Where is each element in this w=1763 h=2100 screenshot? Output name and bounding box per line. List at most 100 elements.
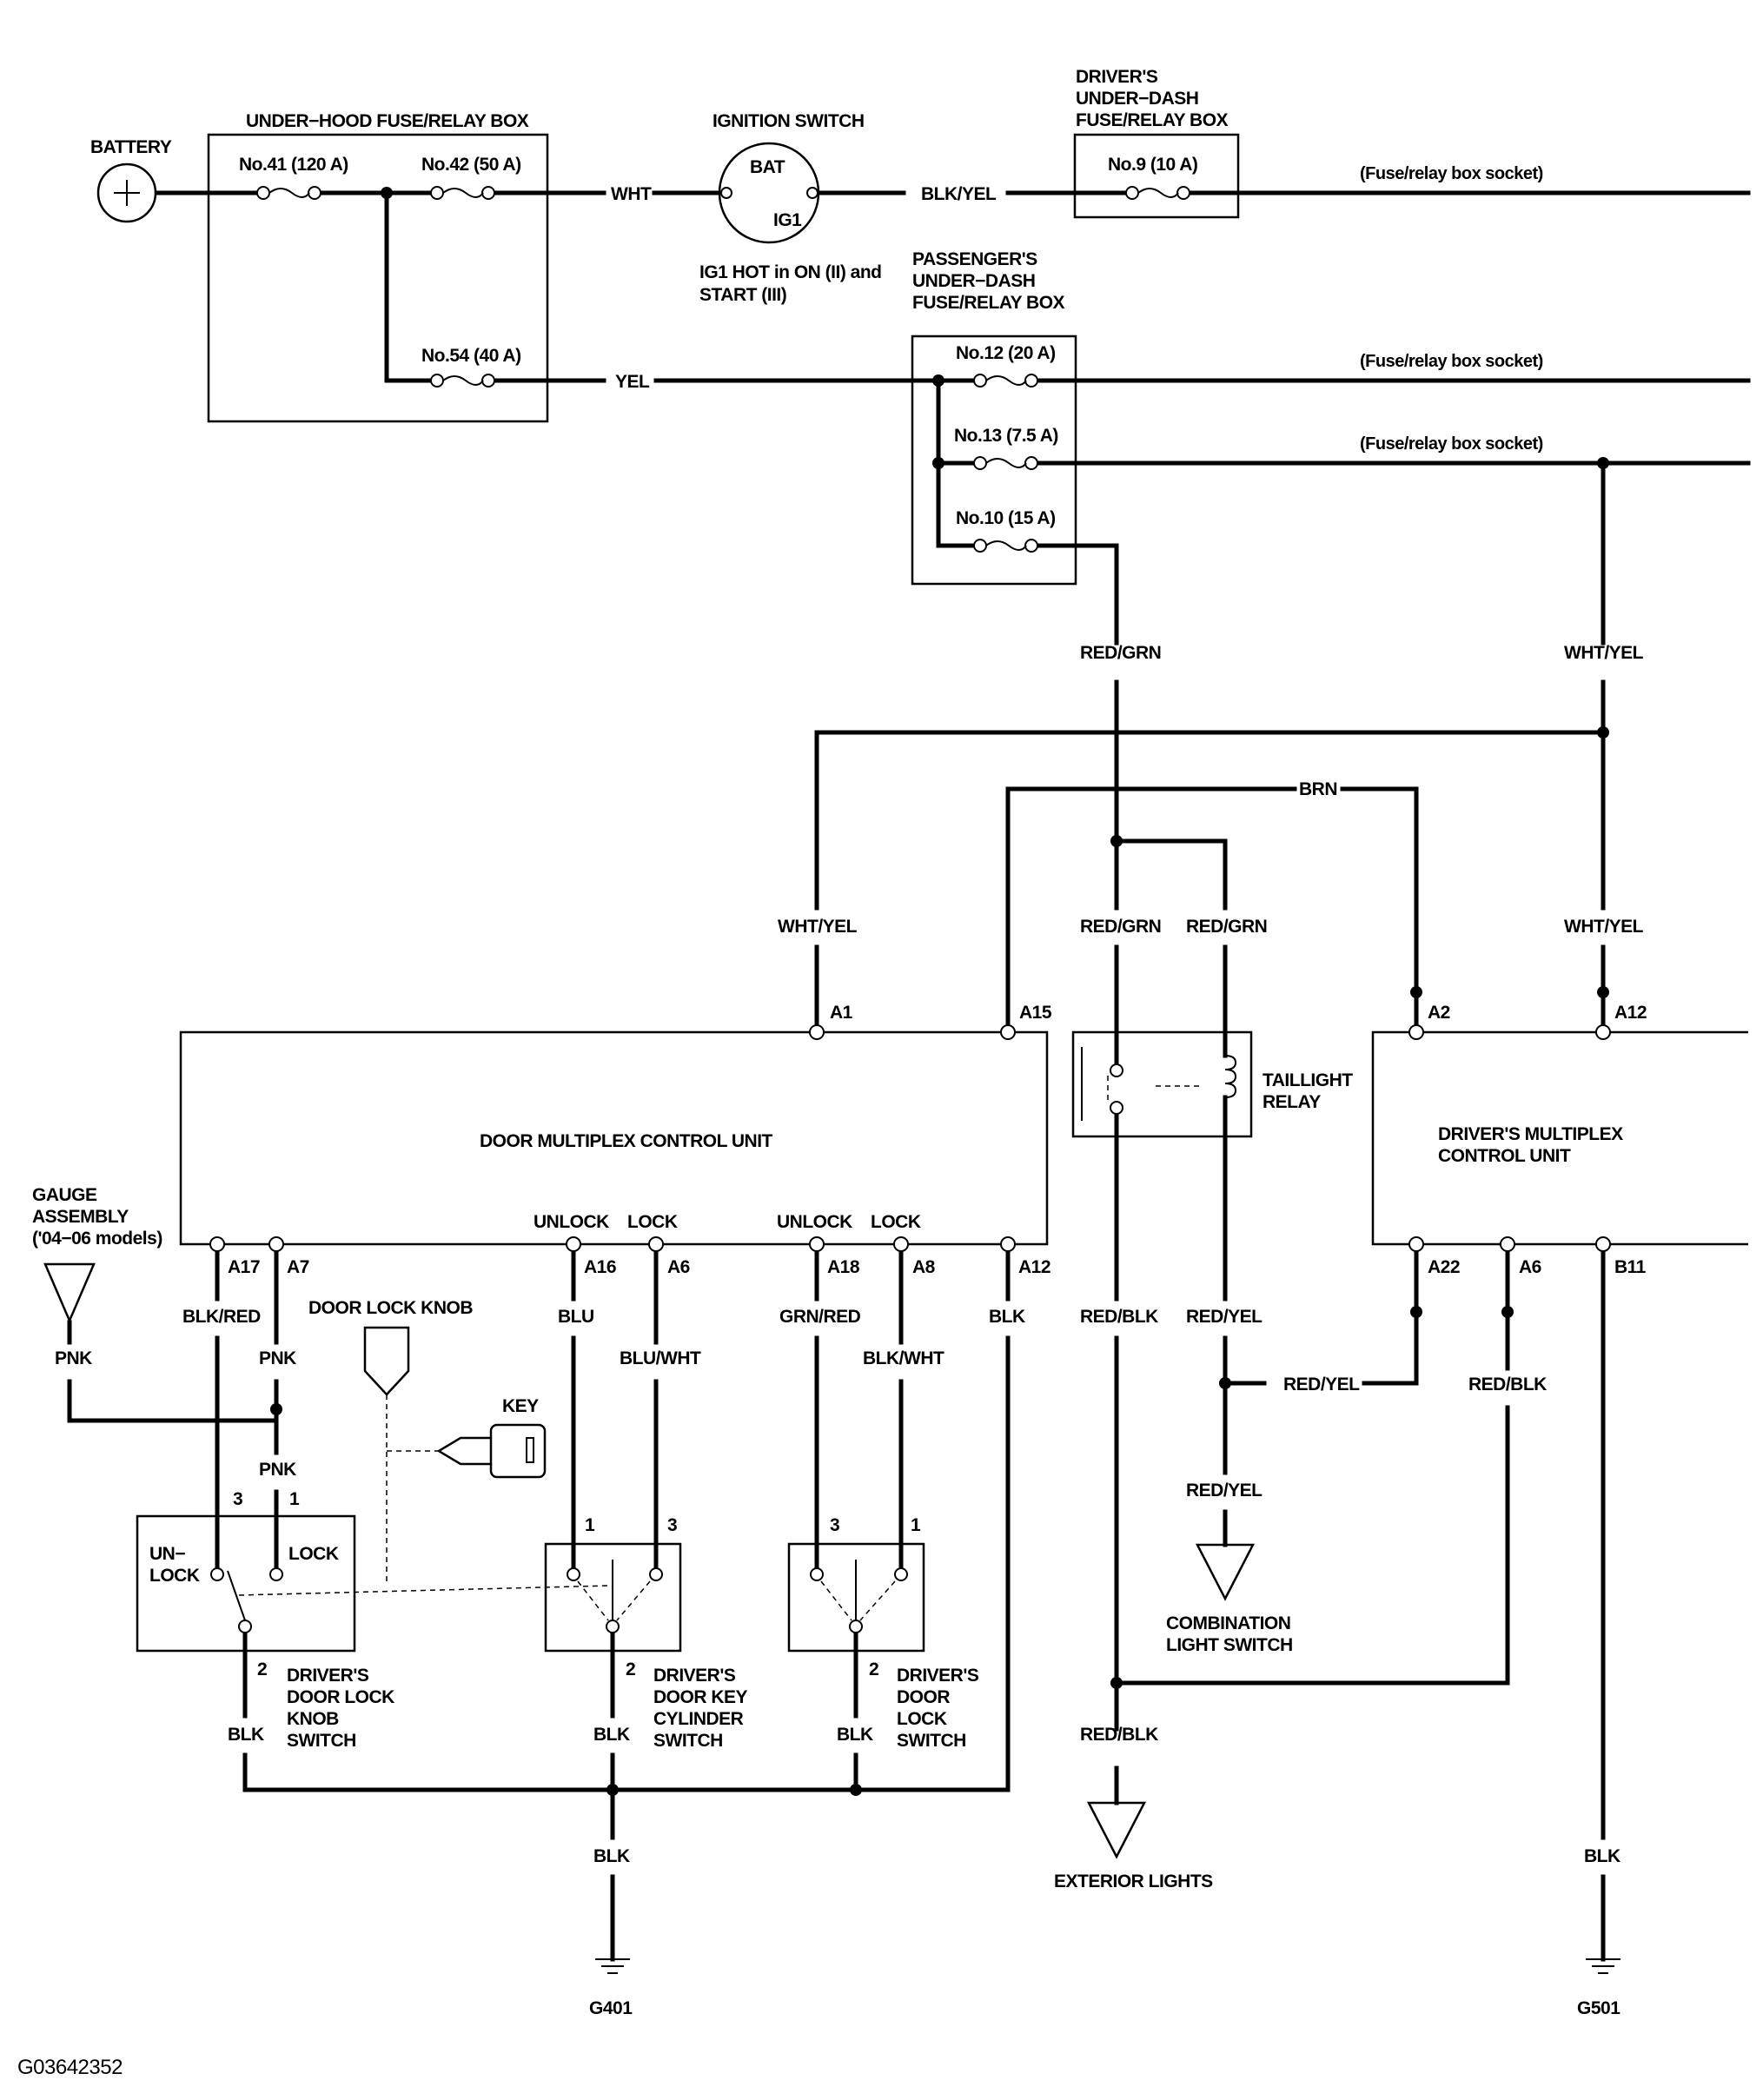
wire-blu: BLU: [558, 1307, 594, 1327]
door-multiplex-control-unit: [179, 1030, 1049, 1246]
wire-blk-yel-1: BLK/YEL: [921, 184, 997, 204]
fuse-13-label: No.13 (7.5 A): [954, 426, 1058, 446]
pin-lock-2: 2: [869, 1659, 878, 1679]
ground-g401-icon: [595, 1958, 630, 1974]
taillight-relay-label-1: TAILLIGHT: [1263, 1070, 1353, 1090]
junctions: [270, 187, 1609, 1796]
pin-a22: A22: [1428, 1257, 1460, 1277]
gauge-label-1: GAUGE: [32, 1185, 97, 1205]
knob-switch-contacts: [210, 1567, 609, 1633]
combination-switch-arrow: [1195, 1543, 1256, 1601]
wire-red-yel-2: RED/YEL: [1283, 1375, 1360, 1394]
key-switch-name-3: CYLINDER: [653, 1709, 744, 1729]
ignition-switch-icon: [718, 142, 820, 244]
knob-switch-name-2: DOOR LOCK: [287, 1687, 394, 1707]
passengers-box-title-2: UNDER−DASH: [912, 271, 1035, 291]
pin-key-2: 2: [626, 1659, 635, 1679]
pin-key-3: 3: [667, 1515, 677, 1535]
drivers-underdash-fuse-box: [1073, 133, 1240, 219]
battery-label: BATTERY: [90, 137, 172, 157]
wire-red-grn-2: RED/GRN: [1080, 917, 1161, 937]
key-switch-name-1: DRIVER'S: [653, 1666, 736, 1686]
pin-a7: A7: [287, 1257, 309, 1277]
gauge-label-2: ASSEMBLY: [32, 1207, 129, 1227]
key-switch-name-4: SWITCH: [653, 1731, 723, 1751]
drivers-mpcu-label-1: DRIVER'S MULTIPLEX: [1438, 1124, 1623, 1144]
ig1-note-line2: START (III): [699, 285, 786, 305]
pin-lock-3: 3: [830, 1515, 839, 1535]
wire-blk-red: BLK/RED: [182, 1307, 261, 1327]
drivers-multiplex-control-unit: [1371, 1030, 1748, 1246]
pin-knob-2: 2: [257, 1659, 267, 1679]
pin-a1: A1: [830, 1003, 853, 1023]
lock-switch-name-4: SWITCH: [897, 1731, 966, 1751]
wire-blk-3: BLK: [593, 1725, 630, 1745]
wire-red-blk-2: RED/BLK: [1468, 1375, 1547, 1394]
fuse-42-label: No.42 (50 A): [421, 155, 521, 175]
g401-label: G401: [589, 1998, 633, 2018]
door-mpcu-label: DOOR MULTIPLEX CONTROL UNIT: [480, 1131, 773, 1151]
wire-blk-wht: BLK/WHT: [863, 1348, 944, 1368]
pin-lock-1: 1: [911, 1515, 921, 1535]
wire-blk-2: BLK: [228, 1725, 264, 1745]
combination-switch-label-2: LIGHT SWITCH: [1166, 1635, 1293, 1655]
drivers-box-title-1: DRIVER'S: [1076, 67, 1158, 87]
lock-label-2: LOCK: [871, 1212, 921, 1232]
passengers-underdash-fuse-box: [911, 335, 1077, 586]
unlock-label-2: UNLOCK: [777, 1212, 852, 1232]
fuse-9-label: No.9 (10 A): [1108, 155, 1197, 175]
taillight-relay-label-2: RELAY: [1263, 1092, 1321, 1112]
figure-id: G03642352: [17, 2056, 123, 2079]
fuse-12-label: No.12 (20 A): [956, 343, 1056, 363]
wire-blk-1: BLK: [989, 1307, 1025, 1327]
lock-switch-name-1: DRIVER'S: [897, 1666, 979, 1686]
gauge-label-3: ('04−06 models): [32, 1229, 162, 1249]
wire-wht-yel-2: WHT/YEL: [778, 917, 858, 937]
knob-switch-name-3: KNOB: [287, 1709, 339, 1729]
fuse-54-label: No.54 (40 A): [421, 346, 521, 366]
wire-blk-4: BLK: [837, 1725, 873, 1745]
lock-switch-name-3: LOCK: [897, 1709, 947, 1729]
ground-g501-icon: [1586, 1958, 1621, 1974]
wire-blu-wht: BLU/WHT: [620, 1348, 701, 1368]
ig1-note-line1: IG1 HOT in ON (II) and: [699, 262, 882, 282]
pin-a15: A15: [1019, 1003, 1052, 1023]
fuse-41-label: No.41 (120 A): [239, 155, 348, 175]
pin-a6-left: A6: [667, 1257, 690, 1277]
pin-knob-1: 1: [289, 1489, 300, 1509]
wire-grn-red: GRN/RED: [779, 1307, 861, 1327]
knob-switch-lock: LOCK: [288, 1544, 339, 1564]
key-switch-contacts: [567, 1560, 663, 1633]
fuse-41-symbol: [256, 186, 321, 200]
underhood-fuse-box: [207, 133, 549, 423]
socket-label-2: (Fuse/relay box socket): [1360, 352, 1543, 371]
pin-a8: A8: [912, 1257, 936, 1277]
wire-red-blk-3: RED/BLK: [1080, 1725, 1158, 1745]
wire-red-yel-3: RED/YEL: [1186, 1481, 1263, 1500]
wire-blk-5: BLK: [593, 1846, 630, 1866]
wire-wht-yel-1: WHT/YEL: [1564, 643, 1644, 663]
pin-a17: A17: [228, 1257, 260, 1277]
lock-label-1: LOCK: [627, 1212, 678, 1232]
fuse-10-label: No.10 (15 A): [956, 508, 1056, 528]
relay-contacts: [1081, 1047, 1203, 1121]
battery-icon: [96, 162, 157, 223]
socket-label-3: (Fuse/relay box socket): [1360, 434, 1543, 454]
drivers-box-title-3: FUSE/RELAY BOX: [1076, 110, 1229, 130]
passengers-box-title-3: FUSE/RELAY BOX: [912, 293, 1065, 313]
pin-key-1: 1: [585, 1515, 595, 1535]
component-labels: BATTERY UNDER−HOOD FUSE/RELAY BOX No.41 …: [17, 67, 1624, 2079]
wire-wht: WHT: [611, 184, 652, 204]
exterior-lights-arrow: [1086, 1801, 1147, 1859]
connector-terminals: [209, 1024, 1611, 1252]
fuse-13-symbol: [973, 456, 1038, 470]
knob-switch-name-4: SWITCH: [287, 1731, 356, 1751]
fuse-12-symbol: [973, 374, 1038, 388]
wire-blk-6: BLK: [1584, 1846, 1621, 1866]
wire-red-yel-1: RED/YEL: [1186, 1307, 1263, 1327]
pin-a18: A18: [827, 1257, 860, 1277]
fuse-10-symbol: [973, 539, 1038, 553]
key-icon: [387, 1423, 547, 1479]
exterior-lights-label: EXTERIOR LIGHTS: [1054, 1871, 1213, 1891]
